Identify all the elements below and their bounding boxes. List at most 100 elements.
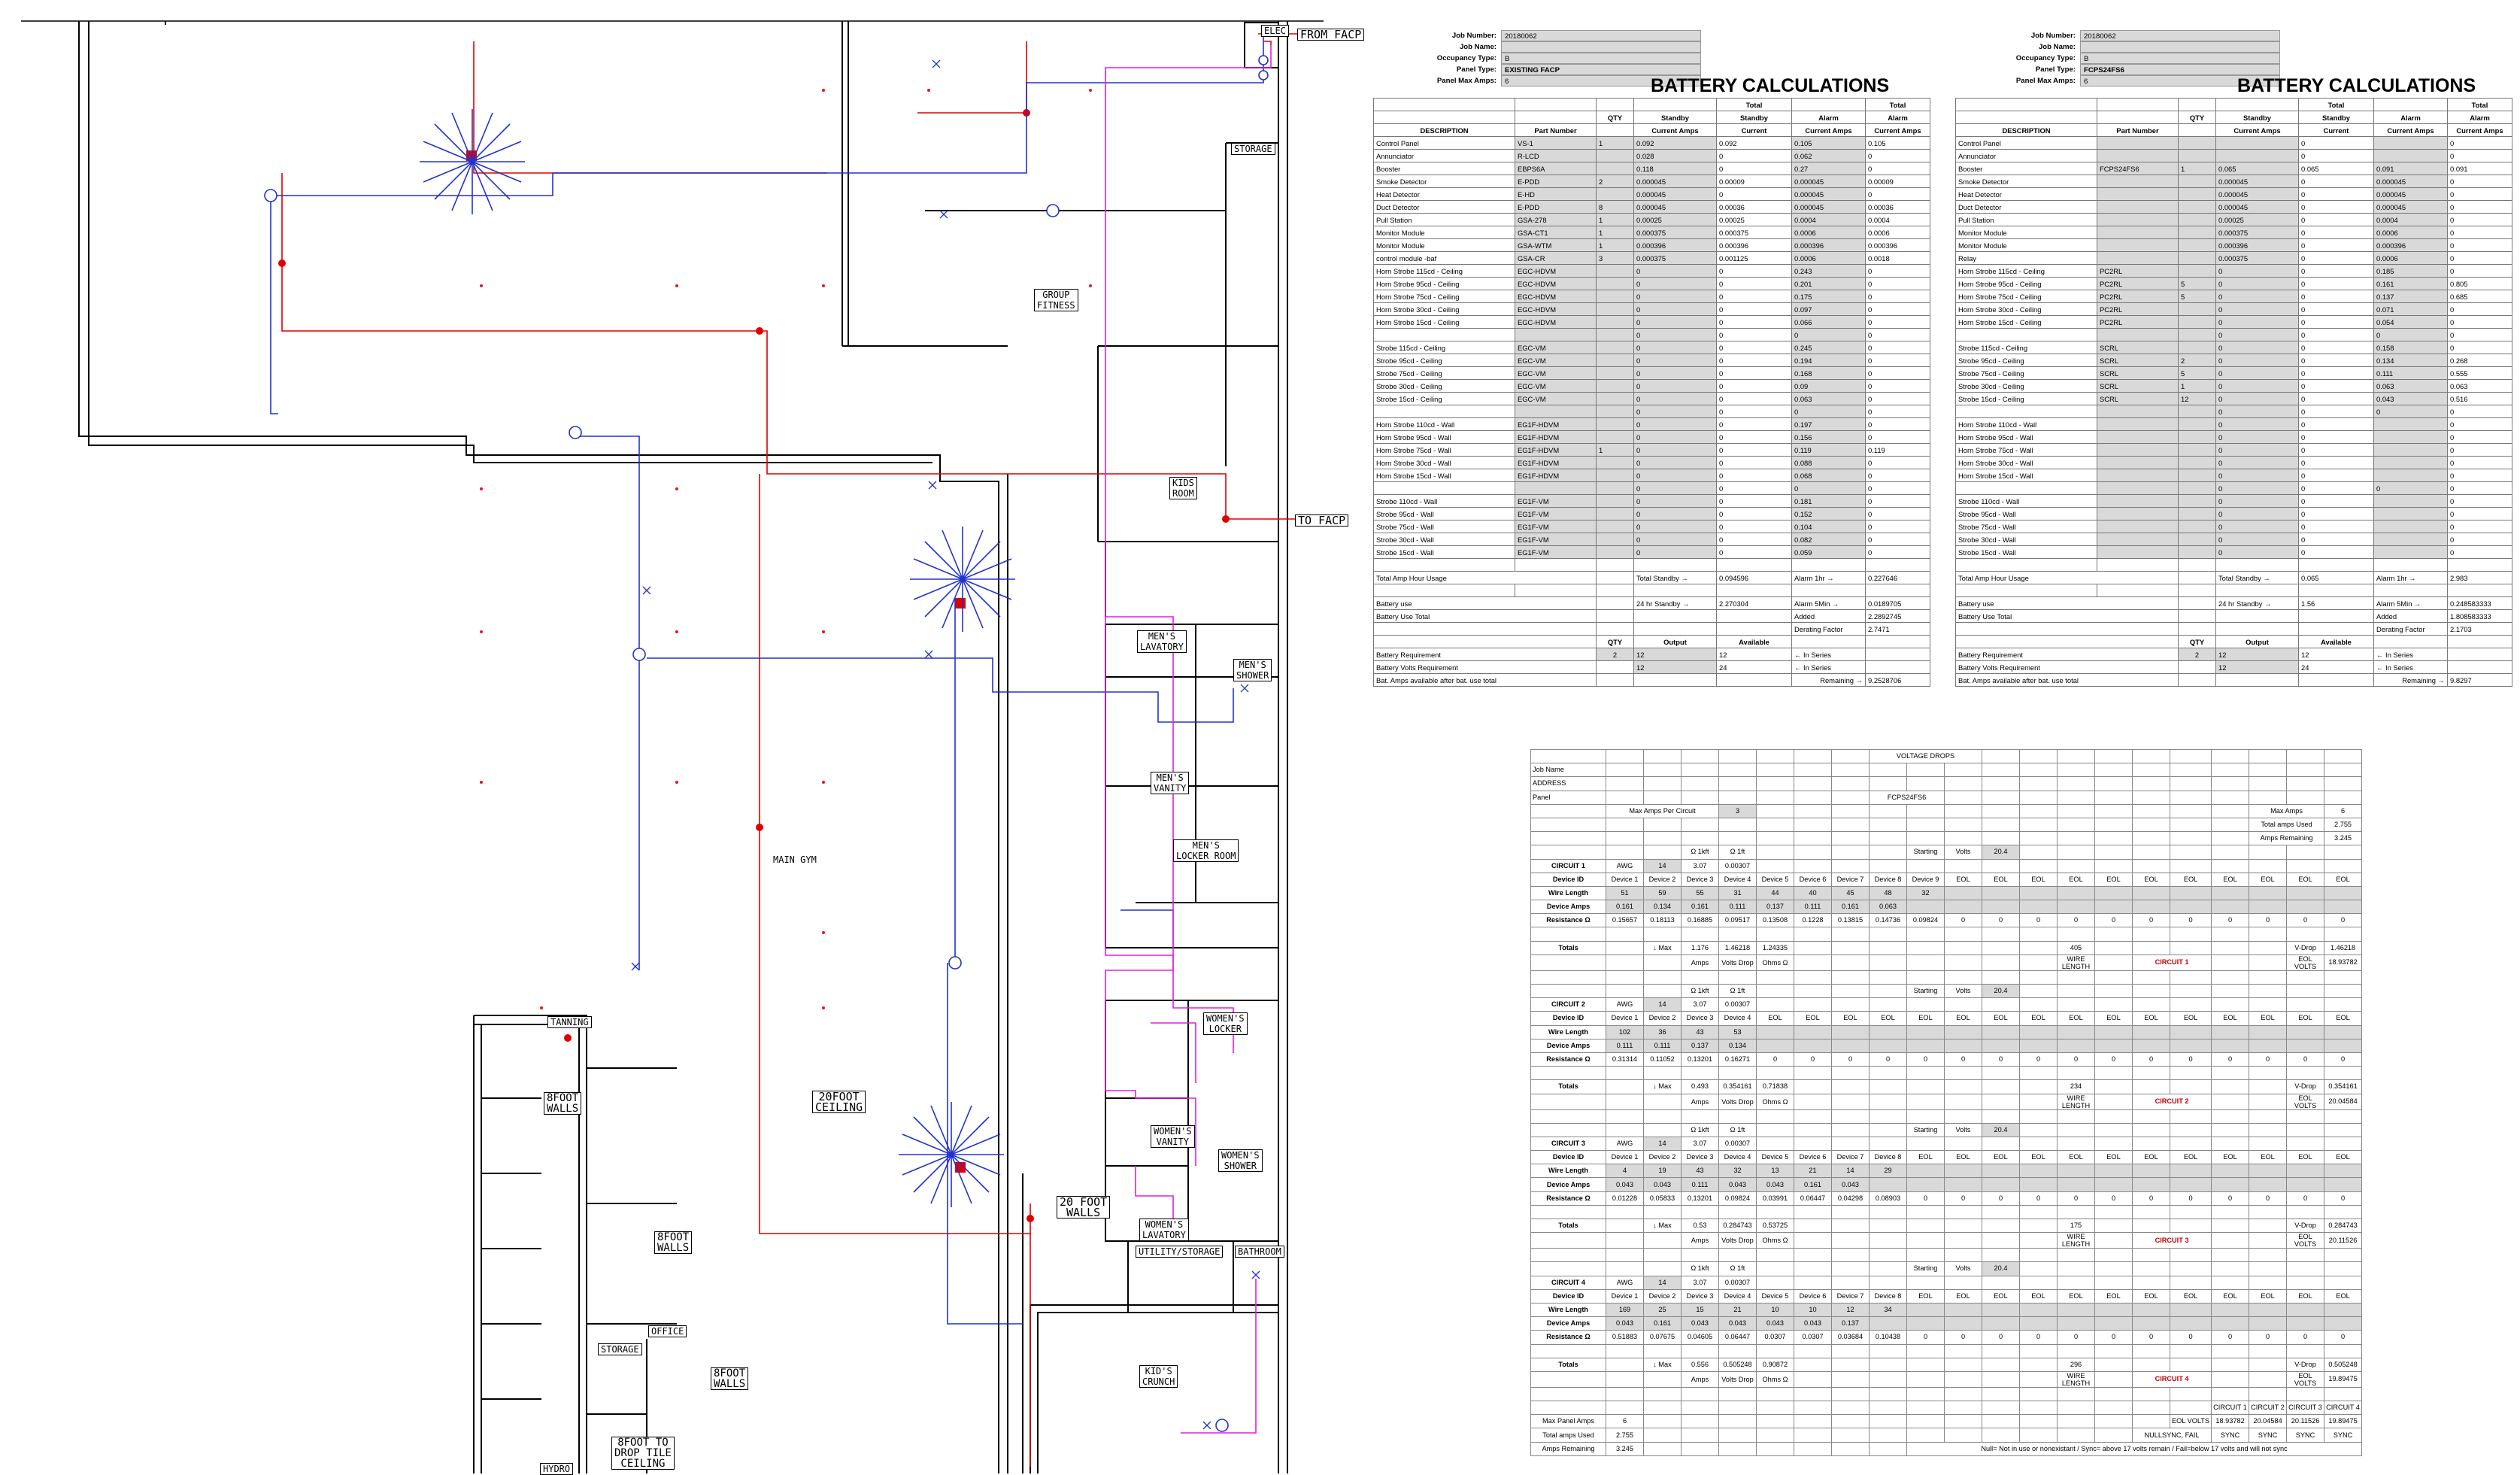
device-cell: 0.000396 <box>1633 238 1717 252</box>
table-cell <box>1982 1357 2020 1372</box>
device-cell: Horn Strobe 110cd - Wall <box>1955 417 2097 431</box>
col-part-header: Part Number <box>1515 123 1597 137</box>
table-cell <box>1944 1204 1982 1220</box>
col-total-alarm2-header: Alarm <box>1865 111 1930 124</box>
table-cell <box>2132 1136 2170 1152</box>
device-cell: 0 <box>2447 226 2512 239</box>
device-cell: 0 <box>1716 520 1792 533</box>
col-alarm-current-header: Current Amps <box>1791 123 1866 137</box>
device-id-cell: Device 4 <box>1718 1288 1757 1304</box>
device-cell <box>1596 277 1634 290</box>
device-cell: Horn Strobe 30cd - Wall <box>1955 456 2097 469</box>
table-cell <box>1515 558 1597 572</box>
device-cell: 0.685 <box>2447 290 2512 303</box>
table-cell <box>2097 98 2179 111</box>
table-cell <box>1756 1066 1794 1081</box>
device-cell <box>2097 226 2179 239</box>
table-cell <box>1718 970 1757 985</box>
device-amps-cell: 0.134 <box>1718 1038 1757 1053</box>
device-id-cell: EOL <box>2211 872 2250 887</box>
device-cell <box>1596 328 1634 341</box>
wire-length-cell <box>2132 1302 2170 1318</box>
table-cell <box>2286 997 2325 1012</box>
device-cell: 0 <box>1633 520 1717 533</box>
device-cell: Horn Strobe 15cd - Wall <box>1373 469 1515 482</box>
table-cell <box>2097 111 2179 124</box>
table-cell <box>2169 1343 2212 1358</box>
added-label: Added <box>1791 609 1866 623</box>
table-cell <box>1791 635 1866 648</box>
resistance-cell: 0 <box>1944 913 1982 928</box>
device-cell: 0 <box>2215 443 2299 457</box>
device-cell: 0 <box>1716 481 1792 495</box>
wire-length-cell <box>1831 1024 1870 1039</box>
table-cell <box>2057 1122 2095 1137</box>
max-value: 0.556 <box>1681 1357 1719 1372</box>
wire-length-cell <box>2169 1302 2212 1318</box>
table-cell <box>1633 673 1717 687</box>
device-cell: Annunciator <box>1373 149 1515 162</box>
table-cell <box>1791 558 1866 572</box>
wire-length-cell <box>1982 1164 2020 1179</box>
table-cell <box>1791 584 1866 597</box>
device-cell <box>1373 328 1515 341</box>
device-cell: 0 <box>1633 456 1717 469</box>
table-cell <box>1643 790 1682 805</box>
spacer-row <box>1373 558 1930 572</box>
battery-volts-label: Battery Volts Requirement <box>1955 660 2179 674</box>
table-cell <box>1982 1079 2020 1094</box>
table-cell <box>2286 1275 2325 1290</box>
table-cell <box>1869 817 1907 833</box>
table-cell <box>2094 803 2133 818</box>
wire-length-cell <box>2057 1302 2095 1318</box>
resistance-cell: 0.31314 <box>1606 1052 1644 1067</box>
wire-length-cell <box>1982 1024 2020 1039</box>
circuit-name-red: CIRCUIT 2 <box>2131 1093 2212 1110</box>
device-cell <box>2178 213 2216 226</box>
resistance-cell: 0.05833 <box>1643 1191 1682 1206</box>
device-cell <box>2178 175 2216 188</box>
device-cell: 0 <box>2447 405 2512 418</box>
table-cell <box>1944 1428 1982 1443</box>
ohm-1ft-value: 0.00307 <box>1718 997 1757 1012</box>
device-cell <box>2178 238 2216 252</box>
wire-length-cell: 59 <box>1643 885 1682 901</box>
table-cell <box>2094 954 2133 971</box>
device-cell: 0.00009 <box>1716 175 1792 188</box>
device-id-cell: EOL <box>2169 1150 2212 1165</box>
table-cell <box>2324 1122 2363 1137</box>
device-cell: 0 <box>1633 354 1717 367</box>
table-cell <box>2286 1109 2325 1124</box>
device-cell: 0 <box>1633 302 1717 316</box>
device-id-cell: Device 6 <box>1794 1150 1832 1165</box>
table-cell <box>2324 1066 2363 1081</box>
device-amps-cell <box>1869 1177 1907 1192</box>
device-cell <box>2178 405 2216 418</box>
resistance-cell: 0.13201 <box>1681 1191 1719 1206</box>
device-cell: 0.516 <box>2447 392 2512 405</box>
totals-label: Totals <box>1530 1218 1606 1234</box>
resistance-cell: 0.13201 <box>1681 1052 1719 1067</box>
table-cell <box>1955 111 2097 124</box>
table-cell <box>2057 1343 2095 1358</box>
table-cell <box>1982 1275 2020 1290</box>
table-cell <box>2249 954 2288 971</box>
wire-length-cell <box>1982 1302 2020 1318</box>
device-cell: 0 <box>1716 315 1792 329</box>
summary-row: Bat. Amps available after bat. use total… <box>1373 673 1930 687</box>
table-cell <box>2132 1343 2170 1358</box>
device-cell: 0.00036 <box>1716 200 1792 214</box>
mens-vanity-label: MEN'S VANITY <box>1151 772 1190 794</box>
device-cell <box>2097 328 2179 341</box>
resistance-cell: 0 <box>2249 1330 2288 1345</box>
device-cell <box>2097 507 2179 520</box>
device-cell: Horn Strobe 95cd - Ceiling <box>1955 277 2097 290</box>
table-cell <box>2286 1066 2325 1081</box>
